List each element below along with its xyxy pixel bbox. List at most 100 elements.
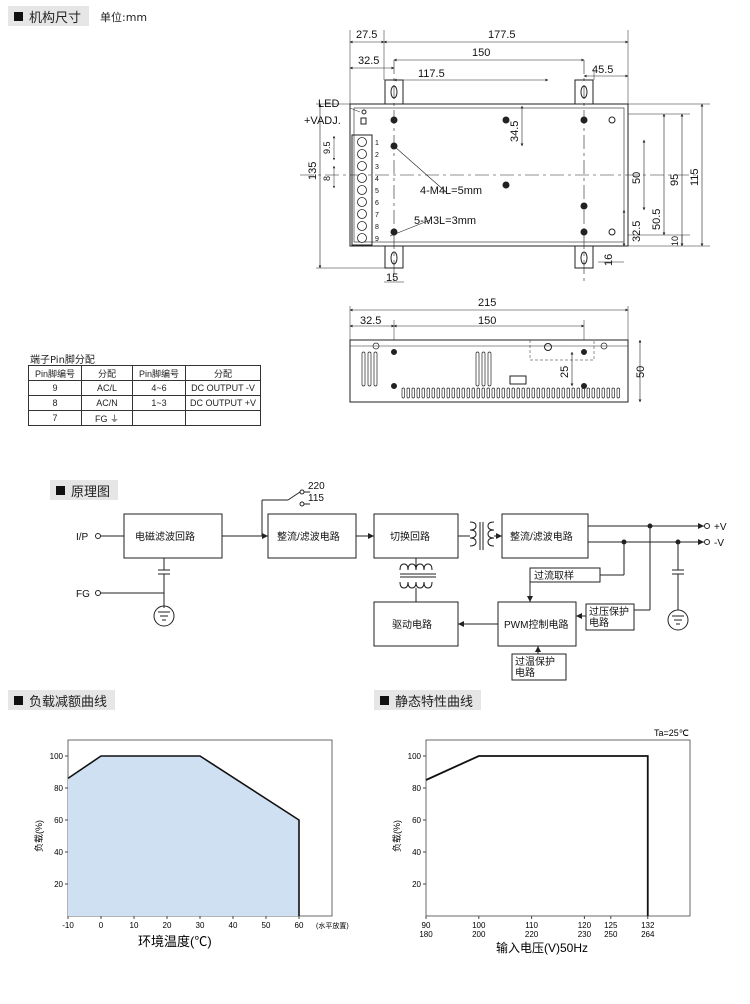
section-title: 负载减额曲线 (29, 694, 108, 710)
x-tick-label: 110 (525, 921, 538, 930)
vent-slot (411, 387, 415, 399)
vent-slot (541, 387, 545, 399)
terminal-number: 2 (375, 152, 379, 159)
y-axis-label: 负载(%) (391, 820, 402, 852)
vent-slot (521, 387, 525, 399)
chart-annotation: Ta=25℃ (654, 728, 689, 738)
pin-cell: 1~3 (132, 395, 186, 411)
m3-label: 5-M3L=3mm (414, 215, 476, 227)
vent-slot (561, 387, 565, 399)
x-axis-label: 输入电压(V)50Hz (496, 940, 588, 955)
pin-cell (185, 410, 261, 426)
x-tick-label: 20 (163, 921, 172, 930)
vent-slot (361, 351, 366, 387)
vent-slot (475, 351, 480, 387)
derating-area (68, 756, 299, 916)
x-tick-label-alt: 264 (641, 930, 655, 939)
vent-slot (471, 387, 475, 399)
vent-slot (611, 387, 615, 399)
x-tick-label: -10 (62, 921, 74, 930)
x-tick-label: 0 (99, 921, 104, 930)
vent-slot (461, 387, 465, 399)
vent-slot (373, 351, 378, 387)
terminal-number: 5 (375, 188, 379, 195)
pwm-block: PWM控制电路 (504, 618, 568, 631)
vent-slot (616, 387, 620, 399)
terminal-number: 9 (375, 236, 379, 243)
terminal-number: 3 (375, 164, 379, 171)
vent-slot (531, 387, 535, 399)
pin-cell: 4~6 (132, 380, 186, 396)
dim-8: 8 (322, 176, 332, 181)
dim-50: 50 (631, 172, 643, 184)
section-title: 机构尺寸 (29, 10, 82, 26)
vent-slot (431, 387, 435, 399)
vent-slot (581, 387, 585, 399)
dim-32-5-right: 32.5 (631, 221, 643, 242)
vent-slot (456, 387, 460, 399)
vent-slot (367, 351, 372, 387)
square-bullet-icon (56, 485, 65, 495)
section-header-schematic: 原理图 (50, 480, 119, 500)
pin-cell: 9 (28, 380, 82, 396)
side-dim-215: 215 (478, 297, 496, 309)
pin-cell: AC/L (81, 380, 133, 396)
vent-slot (551, 387, 555, 399)
dim-95: 95 (669, 174, 681, 186)
switch-block: 切换回路 (390, 530, 430, 543)
pin-header: Pin脚编号 (132, 365, 186, 381)
x-tick-label: 40 (229, 921, 238, 930)
vent-slot (601, 387, 605, 399)
vent-slot (576, 387, 580, 399)
square-bullet-icon (380, 695, 389, 705)
y-tick-label: 80 (54, 784, 63, 793)
vent-slot (506, 387, 510, 399)
vent-slot (416, 387, 420, 399)
section-header-mechanical: 机构尺寸 (8, 6, 90, 26)
front-view-drawing: 27.5 177.5 32.5 150 117.5 45.5 LED +VADJ… (300, 29, 710, 285)
section-header-derating: 负载减额曲线 (8, 690, 116, 710)
output-neg: -V (714, 538, 724, 549)
vadj-label: +VADJ. (304, 115, 341, 127)
pin-cell: 8 (28, 395, 82, 411)
dim-34-5: 34.5 (509, 121, 521, 142)
rect-block-1: 整流/滤波电路 (277, 530, 340, 543)
dim-27-5: 27.5 (356, 29, 377, 41)
vent-slot (401, 387, 405, 399)
dim-32-5: 32.5 (358, 55, 379, 67)
x-axis-label: 环境温度(℃) (138, 934, 212, 949)
section-title: 原理图 (71, 484, 111, 500)
plot-frame (425, 739, 691, 917)
dim-16: 16 (603, 254, 615, 266)
vent-slot (571, 387, 575, 399)
y-tick-label: 20 (412, 880, 421, 889)
vent-slot (487, 351, 492, 387)
x-tick-label: 60 (295, 921, 304, 930)
vent-slot (441, 387, 445, 399)
x-tick-label: 30 (196, 921, 205, 930)
square-bullet-icon (14, 695, 23, 705)
y-tick-label: 40 (54, 848, 63, 857)
dim-135: 135 (307, 162, 319, 180)
dim-177-5: 177.5 (488, 29, 516, 41)
vent-slot (406, 387, 410, 399)
side-dim-150: 150 (478, 315, 496, 327)
vent-slot (436, 387, 440, 399)
ip-label: I/P (76, 532, 89, 543)
side-dim-32-5: 32.5 (360, 315, 381, 327)
vent-slot (426, 387, 430, 399)
y-tick-label: 40 (412, 848, 421, 857)
x-tick-label: 120 (578, 921, 592, 930)
dim-10: 10 (670, 236, 680, 246)
pin-cell: FG ⏚ (81, 410, 133, 426)
section-title: 静态特性曲线 (395, 694, 474, 710)
x-tick-label: 50 (262, 921, 271, 930)
terminal-number: 8 (375, 224, 379, 231)
output-pos: +V (714, 522, 727, 533)
side-view-drawing: 215 32.5 150 25 50 (349, 297, 647, 403)
vent-slot (596, 387, 600, 399)
fg-label: FG (76, 589, 90, 600)
pin-header: Pin脚编号 (28, 365, 82, 381)
m4-label: 4-M4L=5mm (420, 185, 482, 197)
